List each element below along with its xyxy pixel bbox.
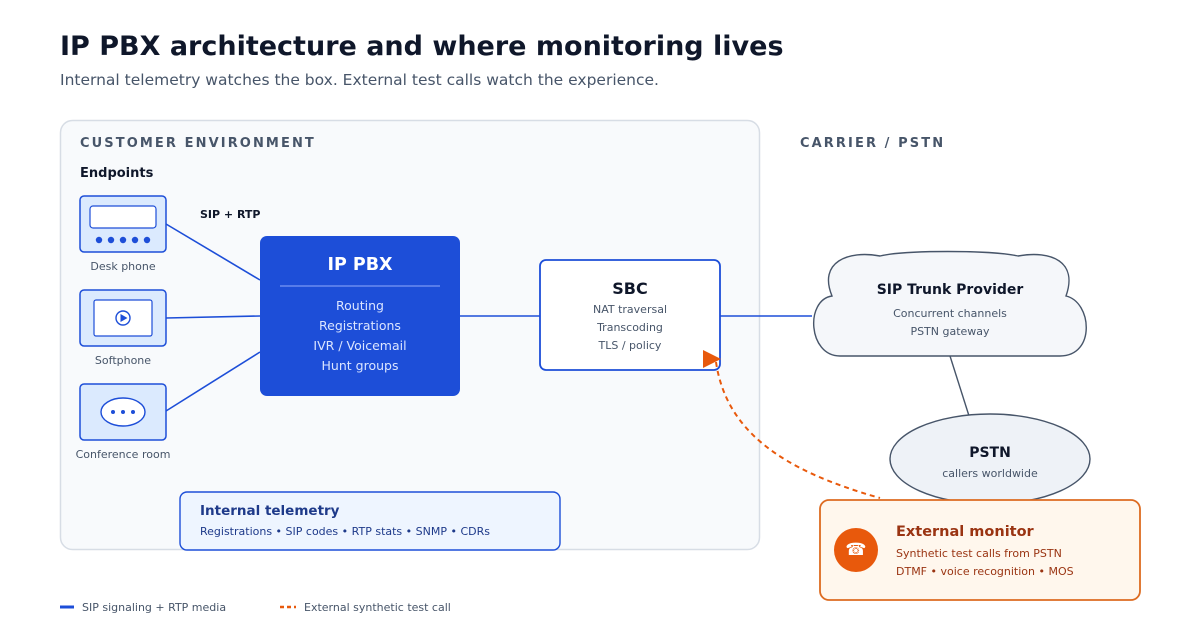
softphone-icon bbox=[93, 299, 153, 337]
carrier-pstn-label: CARRIER / PSTN bbox=[800, 136, 946, 151]
internal-telemetry-items: Registrations • SIP codes • RTP stats • … bbox=[200, 525, 490, 538]
endpoints-label: Endpoints bbox=[80, 166, 154, 181]
legend-signaling-label: SIP signaling + RTP media bbox=[82, 601, 227, 614]
sip-trunk-item: PSTN gateway bbox=[910, 325, 990, 338]
page-subtitle: Internal telemetry watches the box. Exte… bbox=[60, 71, 659, 89]
softphone-label: Softphone bbox=[94, 354, 152, 367]
pstn-subtitle: callers worldwide bbox=[942, 467, 1038, 480]
sbc-box[interactable] bbox=[539, 259, 721, 371]
desk-phone-icon bbox=[89, 205, 157, 244]
ip-pbx-item: Hunt groups bbox=[321, 358, 399, 373]
sbc-title: SBC bbox=[612, 279, 648, 298]
external-monitor-panel[interactable] bbox=[819, 499, 1141, 601]
ip-pbx-item: Routing bbox=[336, 298, 384, 313]
sbc-item: NAT traversal bbox=[592, 303, 668, 316]
desk-phone-device[interactable] bbox=[79, 195, 167, 253]
legend-synthetic-label: External synthetic test call bbox=[304, 601, 451, 614]
internal-telemetry-title: Internal telemetry bbox=[200, 503, 340, 519]
sip-trunk-title: SIP Trunk Provider bbox=[876, 282, 1024, 298]
synthetic-call-arrowhead bbox=[703, 350, 721, 368]
signaling-links bbox=[165, 223, 812, 412]
pstn-title: PSTN bbox=[969, 445, 1011, 461]
external-monitor-line2: DTMF • voice recognition • MOS bbox=[896, 565, 1074, 578]
sip-trunk-item: Concurrent channels bbox=[893, 307, 1007, 320]
link-desk-phone-pbx bbox=[165, 223, 261, 281]
customer-environment-label: CUSTOMER ENVIRONMENT bbox=[80, 136, 316, 151]
page-title: IP PBX architecture and where monitoring… bbox=[60, 31, 784, 62]
sbc-item: Transcoding bbox=[597, 321, 663, 334]
ip-pbx-item: Registrations bbox=[319, 318, 401, 333]
link-softphone-pbx bbox=[165, 315, 261, 319]
external-monitor-title: External monitor bbox=[896, 524, 1034, 540]
link-trunk-pstn bbox=[949, 355, 971, 420]
conference-room-label: Conference room bbox=[75, 448, 171, 461]
sbc-item: TLS / policy bbox=[598, 339, 662, 352]
ip-pbx-item: IVR / Voicemail bbox=[313, 338, 407, 353]
link-conference-pbx bbox=[165, 351, 261, 412]
desk-phone-label: Desk phone bbox=[90, 260, 156, 273]
ip-pbx-box[interactable] bbox=[260, 236, 460, 396]
softphone-device[interactable] bbox=[79, 289, 167, 347]
phone-icon: ☎ bbox=[845, 540, 867, 560]
conference-room-device[interactable] bbox=[79, 383, 167, 441]
sip-trunk-cloud[interactable] bbox=[812, 250, 1087, 357]
external-monitor-phone-circle bbox=[834, 528, 878, 572]
sip-rtp-link-label: SIP + RTP bbox=[200, 208, 261, 221]
external-monitor-line1: Synthetic test calls from PSTN bbox=[896, 547, 1062, 560]
conference-room-icon bbox=[100, 397, 146, 427]
ip-pbx-title: IP PBX bbox=[327, 255, 393, 275]
synthetic-test-call-path bbox=[715, 361, 881, 499]
internal-telemetry-panel[interactable] bbox=[179, 491, 561, 551]
